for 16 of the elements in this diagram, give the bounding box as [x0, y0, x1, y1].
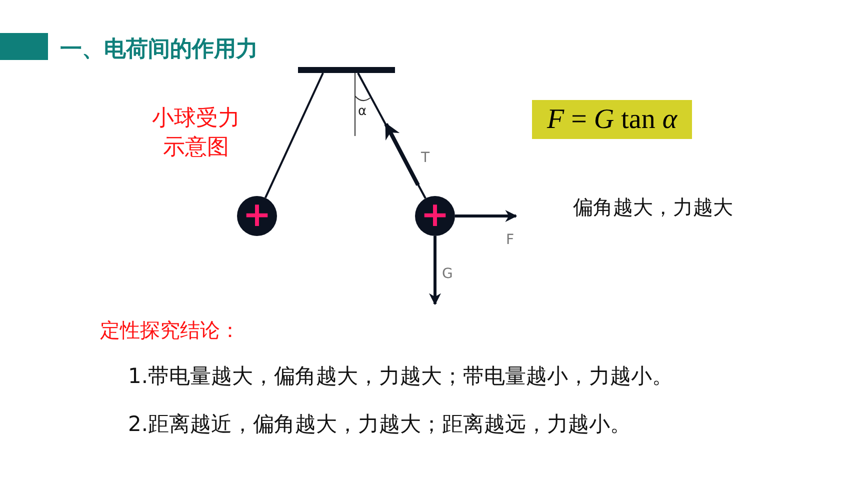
conclusion-text: 1.带电量越大，偏角越大，力越大；带电量越小，力越小。 — [128, 363, 674, 390]
string-line — [357, 72, 426, 199]
force-label: T — [421, 150, 430, 166]
angle-label: α — [358, 104, 367, 119]
conclusion-heading: 定性探究结论： — [100, 317, 240, 344]
ceiling-bar — [298, 67, 395, 73]
charged-ball: + — [237, 196, 277, 236]
conclusion-text: 2.距离越近，偏角越大，力越大；距离越远，力越小。 — [128, 411, 632, 438]
force-label: F — [506, 232, 514, 248]
string-line — [264, 72, 324, 198]
force-label: G — [442, 266, 453, 282]
formula-box: F = G tan α — [532, 100, 692, 139]
charged-ball: + — [415, 196, 455, 236]
note-text: 偏角越大，力越大 — [573, 194, 733, 221]
slide-title: 一、电荷间的作用力 — [60, 36, 258, 64]
caption-text: 小球受力示意图 — [151, 105, 241, 162]
